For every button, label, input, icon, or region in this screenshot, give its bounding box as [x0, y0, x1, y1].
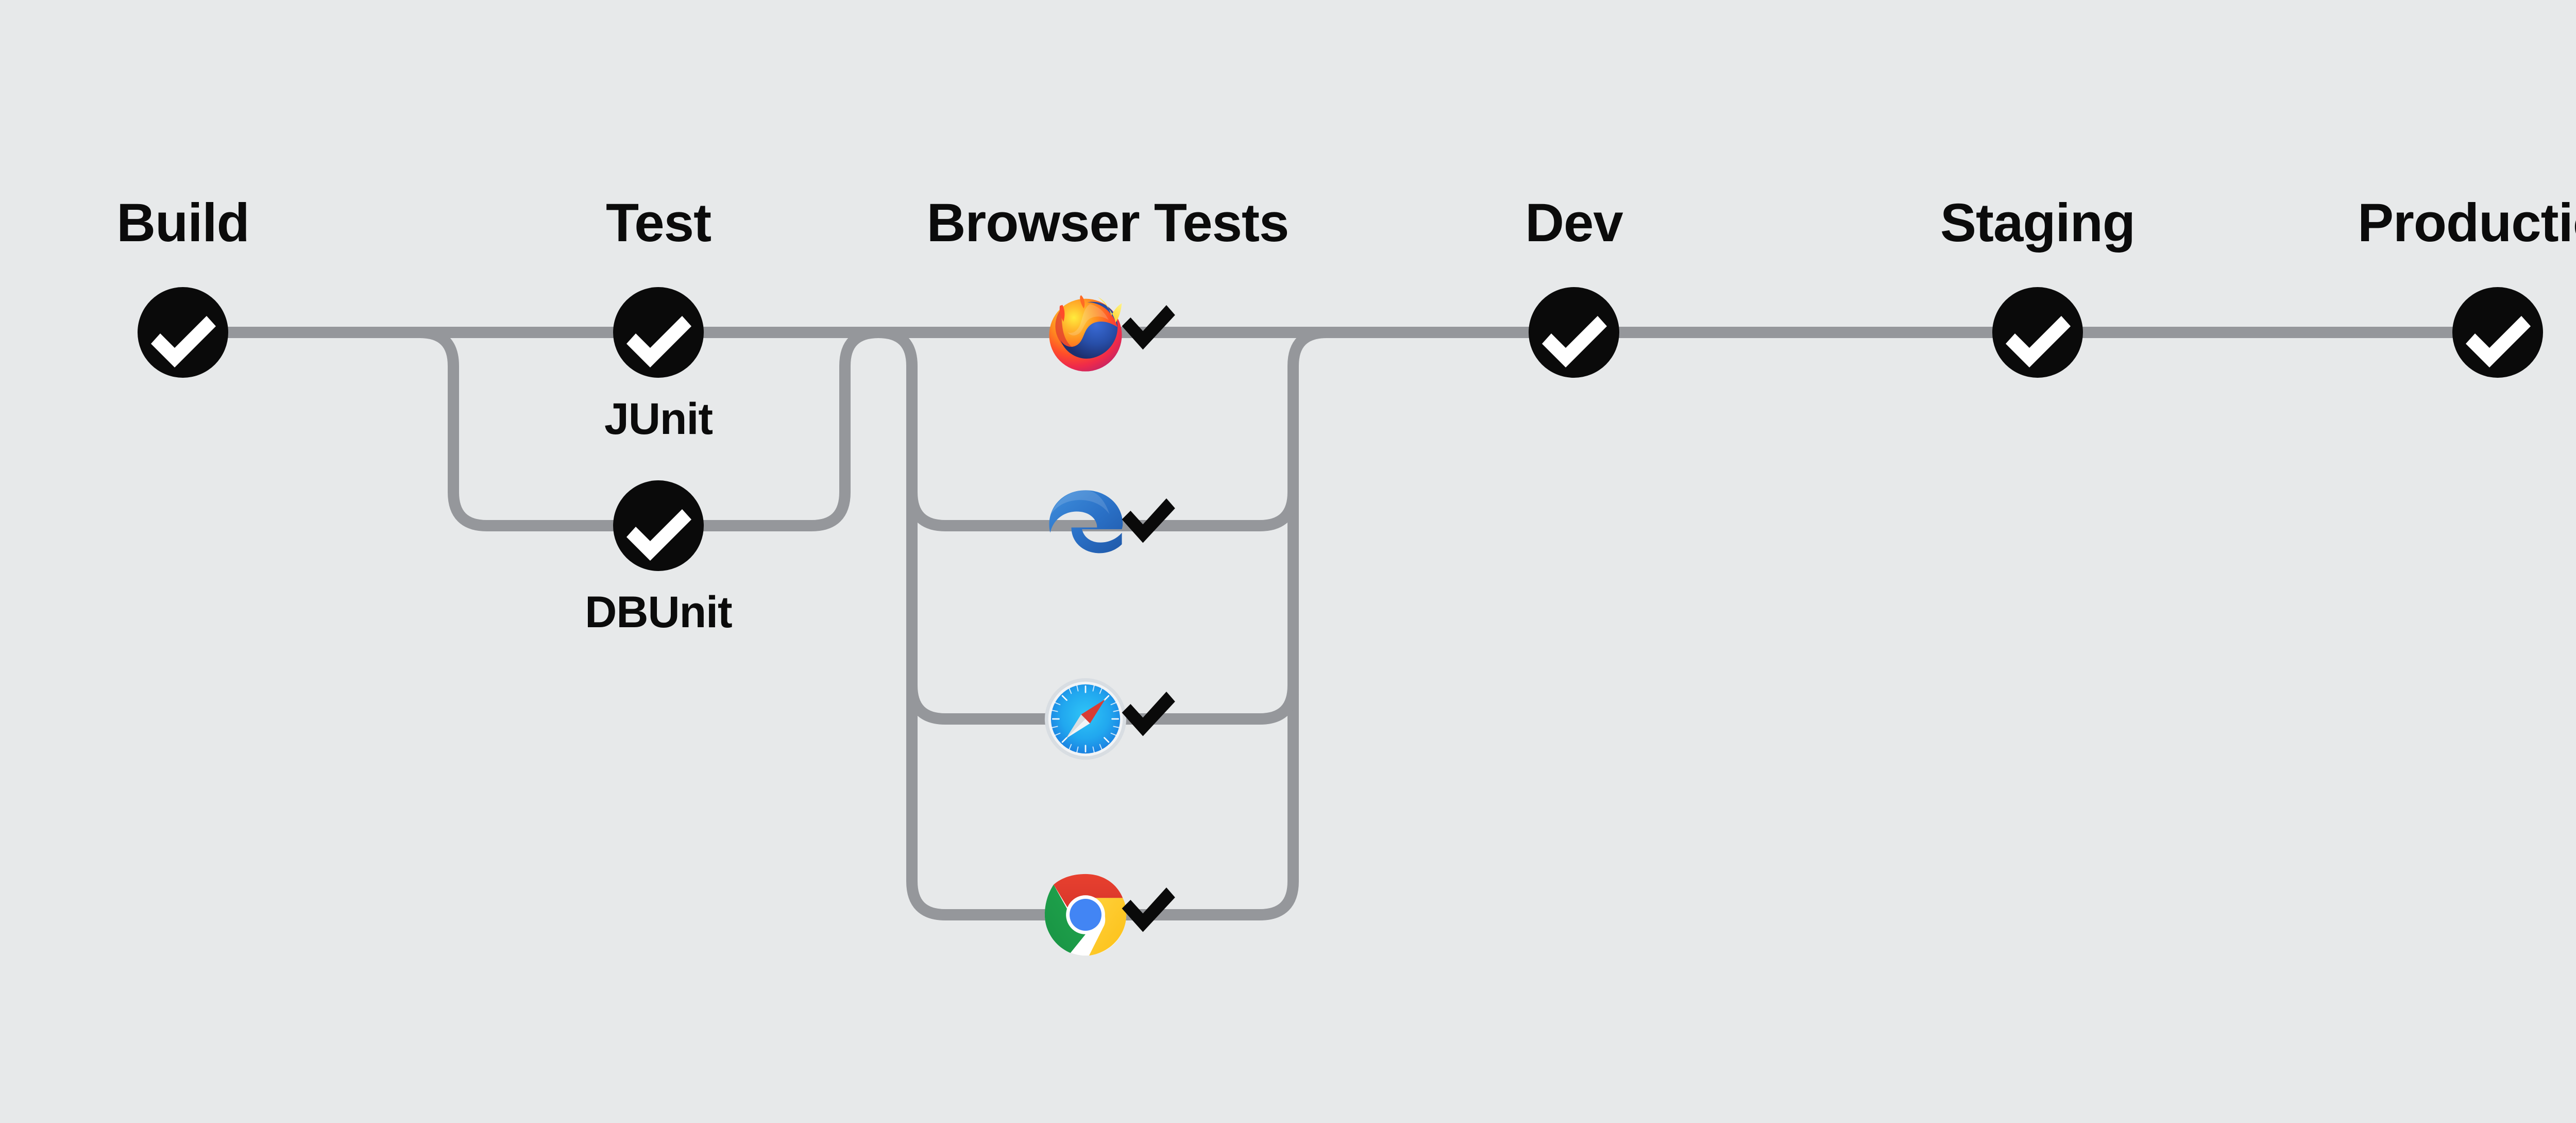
wire-browser-fanin-edge — [1086, 492, 1299, 531]
node-staging[interactable] — [1992, 287, 2083, 378]
edge-icon — [1049, 490, 1123, 554]
node-browser-chrome[interactable] — [1041, 870, 1130, 959]
wire-test-fanin-dbunit — [658, 327, 879, 531]
check-icon — [626, 316, 691, 367]
stage-label-test: Test — [605, 193, 711, 253]
stage-label-build: Build — [116, 193, 249, 253]
node-test-junit[interactable] — [613, 287, 704, 378]
check-icon — [151, 316, 216, 367]
status-check-edge — [1117, 492, 1179, 554]
job-label-junit: JUnit — [604, 394, 713, 444]
node-production[interactable] — [2452, 287, 2543, 378]
status-check-safari — [1117, 685, 1179, 747]
check-icon — [1122, 305, 1175, 350]
stage-label-dev: Dev — [1525, 193, 1623, 253]
stage-label-production: Production — [2357, 193, 2576, 253]
node-dev[interactable] — [1529, 287, 1619, 378]
wire-test-fanout-dbunit — [419, 327, 658, 531]
chrome-icon — [1044, 874, 1127, 956]
check-icon — [1122, 887, 1175, 932]
node-browser-firefox[interactable] — [1041, 288, 1130, 377]
node-browser-safari[interactable] — [1041, 675, 1130, 763]
status-check-firefox — [1117, 299, 1179, 361]
wire-browser-fanin-trunk — [1086, 327, 1327, 920]
stage-label-browser-tests: Browser Tests — [926, 193, 1290, 253]
node-browser-edge[interactable] — [1041, 481, 1130, 570]
node-build[interactable] — [138, 287, 228, 378]
check-icon — [2006, 316, 2071, 367]
firefox-icon — [1049, 295, 1122, 372]
check-icon — [2466, 316, 2531, 367]
safari-icon — [1044, 678, 1127, 760]
job-label-dbunit: DBUnit — [585, 588, 732, 637]
check-icon — [1122, 692, 1175, 736]
check-icon — [1542, 316, 1607, 367]
check-icon — [1122, 498, 1175, 543]
wire-browser-fanout-trunk — [878, 327, 1086, 920]
node-test-dbunit[interactable] — [613, 480, 704, 571]
stage-label-staging: Staging — [1940, 193, 2136, 253]
status-check-chrome — [1117, 881, 1179, 943]
check-icon — [626, 509, 691, 561]
wire-browser-fanout-safari — [906, 685, 1086, 725]
wire-browser-fanout-edge — [906, 492, 1086, 531]
wire-browser-fanin-safari — [1086, 685, 1299, 725]
